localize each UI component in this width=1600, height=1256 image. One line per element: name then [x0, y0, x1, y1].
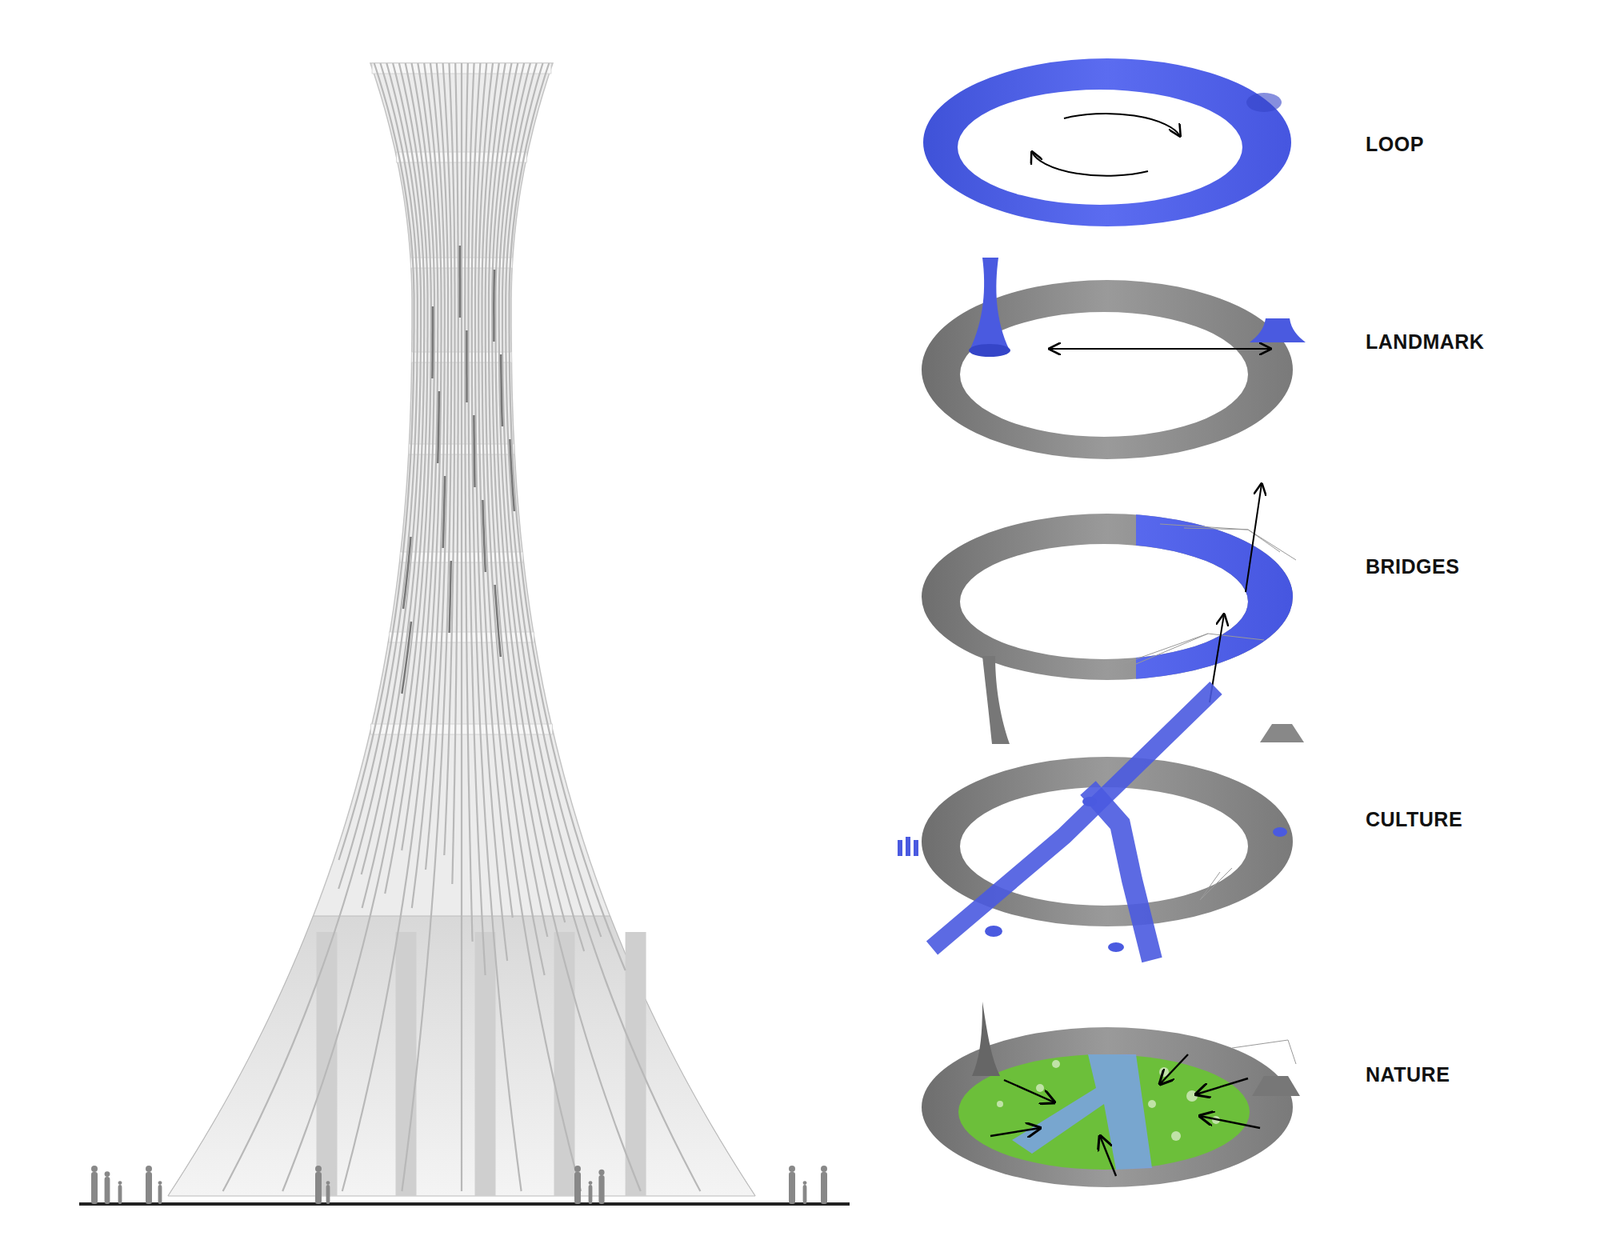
- nature-diagram: [921, 1001, 1300, 1188]
- person: [315, 1172, 322, 1204]
- tower-fin: [472, 63, 522, 1192]
- fin-gap: [495, 584, 501, 657]
- tower-fin: [502, 63, 700, 1192]
- section-label: LANDMARK: [1365, 330, 1484, 354]
- fin-gap: [431, 306, 434, 379]
- tower-fin: [342, 63, 442, 1192]
- person: [820, 1172, 828, 1204]
- person: [788, 1172, 796, 1204]
- tower-fin: [425, 63, 448, 870]
- person: [118, 1184, 123, 1204]
- tower-fin: [482, 63, 582, 1192]
- tower-fin: [509, 63, 626, 971]
- fin-gap: [443, 476, 445, 548]
- fin-gap: [465, 330, 468, 403]
- tower-fin: [492, 63, 641, 1192]
- section-label: BRIDGES: [1365, 555, 1460, 579]
- tower-fin: [401, 63, 438, 851]
- tower-fin: [401, 63, 452, 1192]
- person: [91, 1165, 98, 1172]
- person: [118, 1180, 123, 1185]
- base-pillar: [625, 932, 647, 1196]
- person: [315, 1165, 322, 1172]
- base-pillar: [316, 932, 338, 1196]
- tower-fin: [338, 63, 418, 889]
- tower-fin: [282, 63, 432, 1192]
- person: [598, 1169, 604, 1176]
- person: [145, 1172, 152, 1204]
- person: [788, 1165, 796, 1172]
- person: [574, 1165, 581, 1172]
- fin-gap: [403, 536, 411, 609]
- person: [326, 1184, 331, 1204]
- person: [145, 1165, 152, 1172]
- person: [104, 1176, 111, 1204]
- person: [588, 1180, 593, 1185]
- person: [588, 1184, 593, 1204]
- person: [326, 1180, 331, 1185]
- section-label: LOOP: [1365, 132, 1424, 156]
- tower-fin: [444, 63, 455, 856]
- fin-gap: [473, 415, 475, 488]
- fin-gap: [449, 560, 452, 633]
- person: [104, 1171, 111, 1177]
- person: [158, 1180, 163, 1185]
- person: [598, 1175, 604, 1204]
- bridges-diagram: [921, 484, 1296, 703]
- fin-gap: [492, 269, 496, 342]
- culture-diagram: [897, 656, 1304, 960]
- tower-fin: [339, 63, 415, 860]
- ground-line: [79, 1202, 850, 1206]
- people-silhouettes: [91, 1165, 828, 1204]
- person: [574, 1172, 581, 1204]
- person: [158, 1184, 163, 1204]
- person: [820, 1165, 828, 1172]
- tower-body: [168, 63, 756, 1196]
- fin-gap: [437, 391, 440, 464]
- fin-gap: [500, 354, 503, 427]
- fin-gap: [509, 439, 514, 512]
- person: [803, 1184, 808, 1204]
- fin-gap: [459, 245, 462, 318]
- person: [91, 1172, 98, 1204]
- tower-fin: [362, 63, 428, 908]
- tower-elevation: [168, 63, 756, 1196]
- section-label: CULTURE: [1365, 808, 1463, 832]
- section-label: NATURE: [1365, 1063, 1450, 1087]
- fin-gap: [482, 500, 485, 572]
- tower-fin: [505, 63, 601, 937]
- tower-fin: [460, 63, 463, 1192]
- tower-fin: [223, 63, 421, 1192]
- loop-diagram: [923, 58, 1292, 227]
- landmark-diagram: [921, 257, 1306, 460]
- tower-fin: [452, 63, 459, 884]
- person: [803, 1180, 808, 1185]
- fin-gap: [401, 621, 412, 694]
